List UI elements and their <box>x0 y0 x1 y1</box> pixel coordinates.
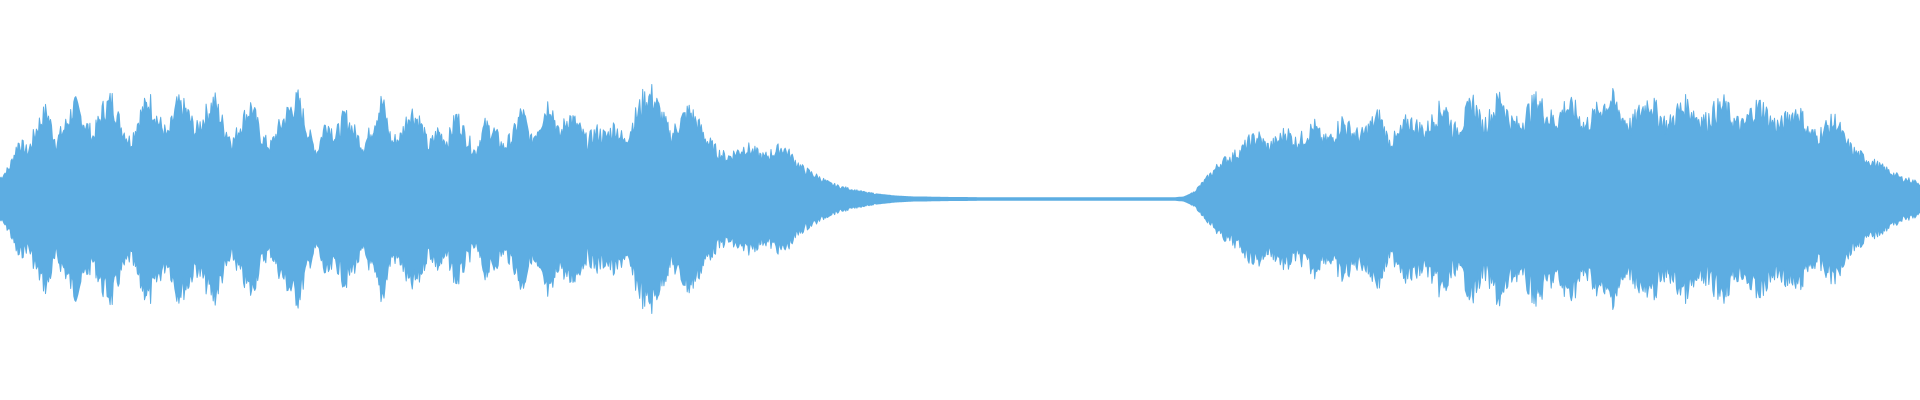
waveform-lower-half <box>0 198 1920 314</box>
waveform-upper-half <box>0 84 1920 200</box>
